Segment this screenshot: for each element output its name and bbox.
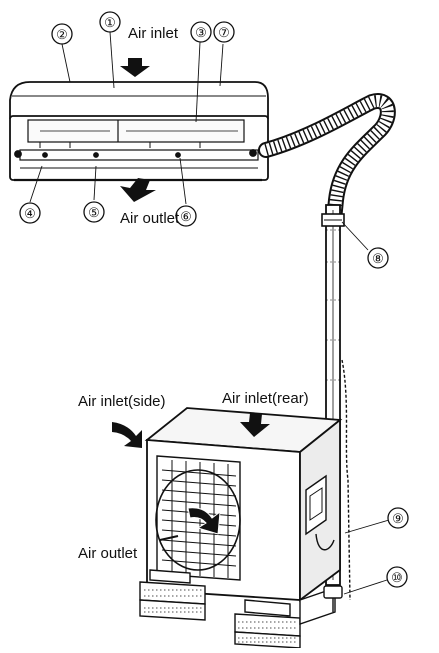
callout-3: ③ xyxy=(190,21,212,43)
louver-bar xyxy=(19,149,259,161)
callout-1-label: ① xyxy=(104,15,116,30)
callout-markers: ② ① ③ ⑦ ④ ⑤ ⑥ ⑧ xyxy=(19,11,409,588)
air-inlet-top-label: Air inlet xyxy=(128,25,179,42)
down-arrow-icon xyxy=(120,58,150,77)
air-outlet-indoor-arrow xyxy=(120,178,156,202)
curved-arrow-icon xyxy=(187,507,221,535)
drain-joint xyxy=(323,585,343,612)
callout-6: ⑥ xyxy=(175,205,197,227)
screw-icon xyxy=(14,150,22,158)
callout-1: ① xyxy=(99,11,121,33)
callout-5-label: ⑤ xyxy=(88,205,100,220)
mounting-blocks xyxy=(139,569,336,649)
callout-3-label: ③ xyxy=(195,25,207,40)
callout-6-label: ⑥ xyxy=(180,209,192,224)
indoor-unit xyxy=(9,81,269,182)
indoor-top-cover xyxy=(9,81,269,119)
callout-9-label: ⑨ xyxy=(392,511,404,526)
leader-lines xyxy=(29,31,390,595)
air-outlet-indoor-label: Air outlet xyxy=(120,210,180,227)
fan-circle xyxy=(155,469,241,571)
callout-2-label: ② xyxy=(56,27,68,42)
callout-4-label: ④ xyxy=(24,206,36,221)
air-inlet-rear-label: Air inlet(rear) xyxy=(222,390,309,407)
callout-8: ⑧ xyxy=(367,247,389,269)
air-inlet-side-label: Air inlet(side) xyxy=(78,393,166,410)
air-inlet-rear-arrow xyxy=(240,413,270,437)
air-inlet-side-arrow xyxy=(112,422,142,448)
callout-10: ⑩ xyxy=(386,566,408,588)
callout-10-label: ⑩ xyxy=(391,570,403,585)
down-arrow-icon xyxy=(240,413,270,437)
callout-9: ⑨ xyxy=(387,507,409,529)
curved-arrow-icon xyxy=(112,422,142,448)
outdoor-unit xyxy=(144,407,343,602)
callout-7: ⑦ xyxy=(213,21,235,43)
drain-hose xyxy=(341,359,351,601)
down-arrow-icon xyxy=(120,178,156,202)
connecting-pipe xyxy=(258,93,396,228)
air-outlet-outdoor-label: Air outlet xyxy=(78,545,138,562)
callout-2: ② xyxy=(51,23,73,45)
callout-8-label: ⑧ xyxy=(372,251,384,266)
callout-5: ⑤ xyxy=(83,201,105,223)
callout-7-label: ⑦ xyxy=(218,25,230,40)
air-inlet-top-arrow xyxy=(120,58,150,77)
callout-4: ④ xyxy=(19,202,41,224)
grille-bars xyxy=(161,460,237,578)
pipe-corrugation xyxy=(264,95,394,221)
air-outlet-outdoor-arrow xyxy=(159,507,221,541)
